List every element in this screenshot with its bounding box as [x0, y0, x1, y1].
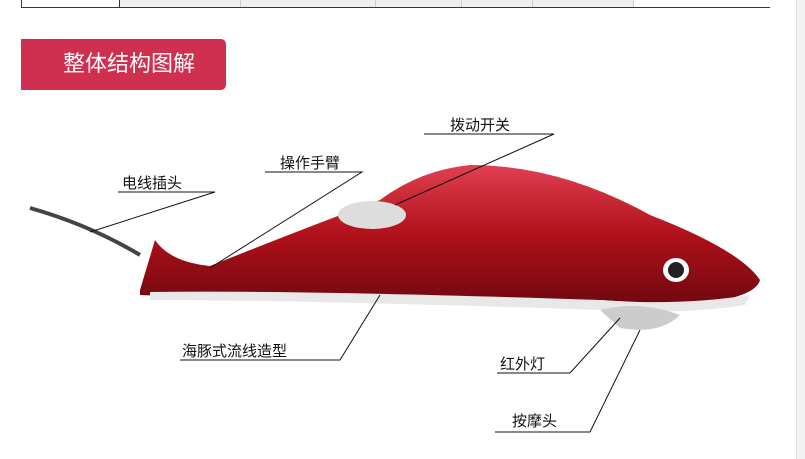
body-underside [150, 291, 750, 312]
callout-line-massage-head [495, 329, 641, 433]
tab-6[interactable] [533, 0, 634, 7]
callout-line-shape [180, 294, 381, 361]
callout-line-infrared [497, 317, 621, 374]
massage-head [600, 306, 680, 330]
top-tabs [21, 0, 770, 8]
label-power-plug: 电线插头 [122, 174, 183, 192]
label-infrared: 红外灯 [500, 355, 546, 373]
tab-2[interactable] [120, 0, 241, 7]
tab-4[interactable] [376, 0, 462, 7]
tab-1[interactable] [21, 0, 120, 7]
label-switch: 拨动开关 [450, 116, 511, 134]
switch-icon [338, 201, 406, 229]
power-cord [29, 206, 142, 257]
dolphin-body [140, 165, 760, 305]
callout-lines [89, 133, 641, 433]
label-arm: 操作手臂 [280, 154, 341, 172]
label-shape: 海豚式流线造型 [182, 342, 288, 360]
callout-line-arm [209, 171, 364, 269]
tab-5[interactable] [462, 0, 533, 7]
callout-line-switch [394, 133, 555, 206]
tab-3[interactable] [241, 0, 376, 7]
label-massage-head: 按摩头 [512, 412, 558, 430]
scrollbar[interactable] [796, 0, 805, 459]
eye-icon [668, 262, 684, 278]
callout-line-power-plug [89, 191, 216, 233]
section-banner: 整体结构图解 [21, 39, 226, 90]
